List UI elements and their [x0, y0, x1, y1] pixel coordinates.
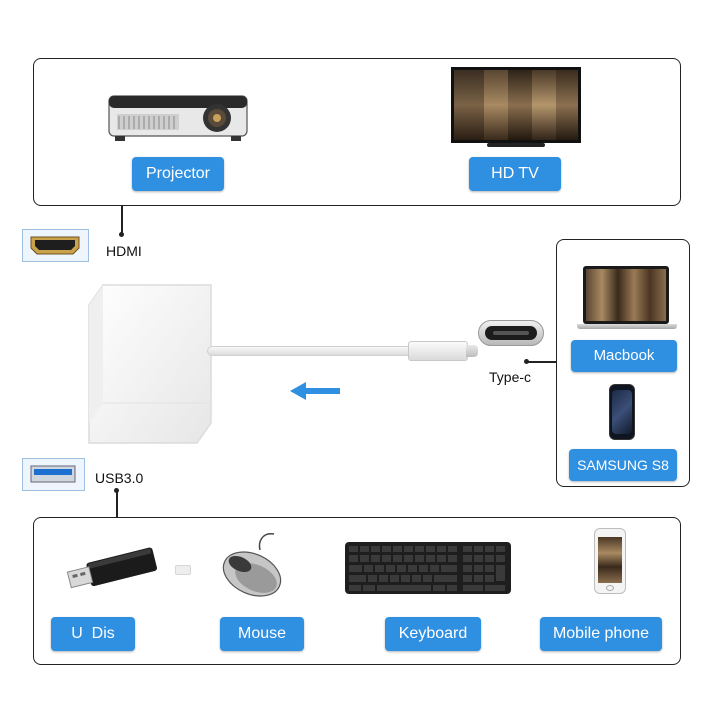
adapter-body — [88, 284, 212, 444]
hdmi-connector-dot — [119, 232, 124, 237]
hd-tv-label: HD TV — [469, 157, 561, 191]
type-c-port-icon — [478, 320, 544, 346]
mobile-phone-label: Mobile phone — [540, 617, 662, 651]
type-c-label: Type-c — [489, 369, 532, 385]
usb-connector-dot — [114, 488, 119, 493]
macbook-label: Macbook — [571, 340, 677, 372]
u-dis-label: U Dis — [51, 617, 135, 651]
hdmi-port-icon — [30, 236, 80, 255]
type-c-plug-tip — [466, 345, 478, 357]
keyboard-icon — [345, 542, 511, 594]
mouse-label: Mouse — [220, 617, 304, 651]
type-c-plug-housing — [408, 341, 468, 361]
usb-port-frame — [22, 458, 85, 491]
hd-tv-icon — [451, 67, 581, 147]
projector-icon — [108, 95, 248, 141]
samsung-s8-label: SAMSUNG S8 — [569, 449, 677, 481]
hdmi-connector-line — [121, 206, 123, 234]
projector-label: Projector — [132, 157, 224, 191]
mobile-phone-icon — [594, 528, 626, 594]
keyboard-label: Keyboard — [385, 617, 481, 651]
samsung-s8-icon — [609, 384, 635, 440]
mouse-icon — [222, 533, 282, 597]
usb-label: USB3.0 — [95, 470, 144, 486]
type-c-cable — [207, 346, 412, 356]
hdmi-port-frame — [22, 229, 89, 262]
type-c-connector-line — [526, 361, 556, 363]
usb-connector-line — [116, 490, 118, 518]
usb-port-icon — [30, 465, 76, 483]
type-c-connector-dot — [524, 359, 529, 364]
usb-flash-drive-icon — [66, 547, 157, 589]
macbook-icon — [577, 266, 677, 332]
usb-cap-icon — [175, 565, 191, 575]
direction-arrow-icon — [290, 382, 340, 400]
hdmi-label: HDMI — [106, 243, 142, 259]
